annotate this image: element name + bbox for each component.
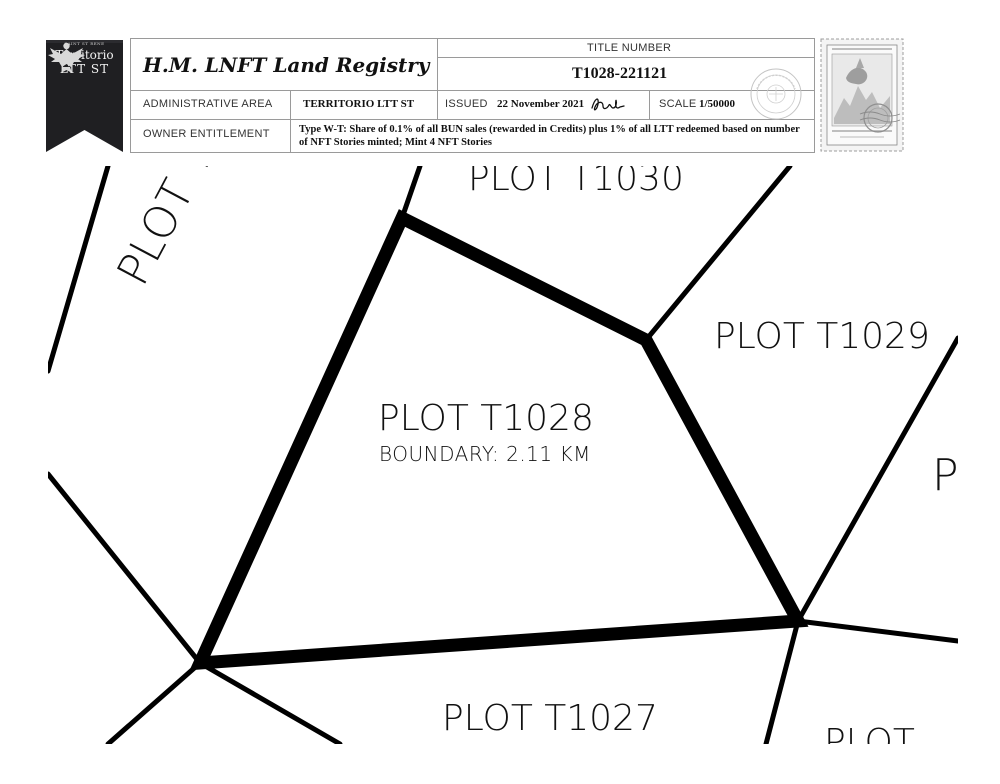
plot-label-partial-bottom-right: PLOT (824, 722, 915, 744)
title-number: T1028-221121 (572, 65, 668, 82)
plot-label-t1030: PLOT T1030 (468, 166, 684, 199)
issued-date: 22 November 2021 (497, 98, 585, 110)
title-number-label: TITLE NUMBER (587, 42, 672, 54)
scale-value: 1/50000 (699, 98, 736, 110)
banner-tiny-text: SAINT ST RENE (64, 41, 105, 46)
registry-title: H.M. LNFT Land Registry (143, 53, 430, 77)
title-header-table: H.M. LNFT Land Registry TITLE NUMBER T10… (130, 38, 815, 153)
admin-area-label: ADMINISTRATIVE AREA (143, 98, 273, 110)
scale-label: SCALE (659, 98, 697, 110)
plot-label-t1029: PLOT T1029 (714, 316, 930, 357)
owner-entitlement-text: Type W-T: Share of 0.1% of all BUN sales… (299, 124, 800, 148)
plot-map: PLOT T1030 PLOT T1029 P PLOT T1028 BOUND… (48, 166, 958, 744)
owner-entitlement-label: OWNER ENTITLEMENT (143, 128, 270, 140)
plot-boundaries (48, 166, 958, 744)
plot-label-t1028: PLOT T1028 (378, 398, 594, 439)
banner-subtitle: LTT ST (59, 62, 110, 76)
plot-label-t1027: PLOT T1027 (442, 698, 658, 739)
registry-seal-icon (750, 68, 802, 120)
plot-t1028-boundary[interactable] (189, 209, 809, 671)
plot-label-partial-right: P (932, 450, 958, 501)
issued-label: ISSUED (445, 98, 488, 110)
admin-area-value: TERRITORIO LTT ST (303, 98, 415, 110)
territory-banner: SAINT ST RENE Territorio LTT ST (46, 40, 123, 152)
eagle-emblem-icon (48, 42, 85, 73)
plot-boundary-length: BOUNDARY: 2.11 KM (379, 442, 591, 466)
postage-stamp-icon (820, 38, 904, 152)
signature-icon (591, 98, 625, 111)
